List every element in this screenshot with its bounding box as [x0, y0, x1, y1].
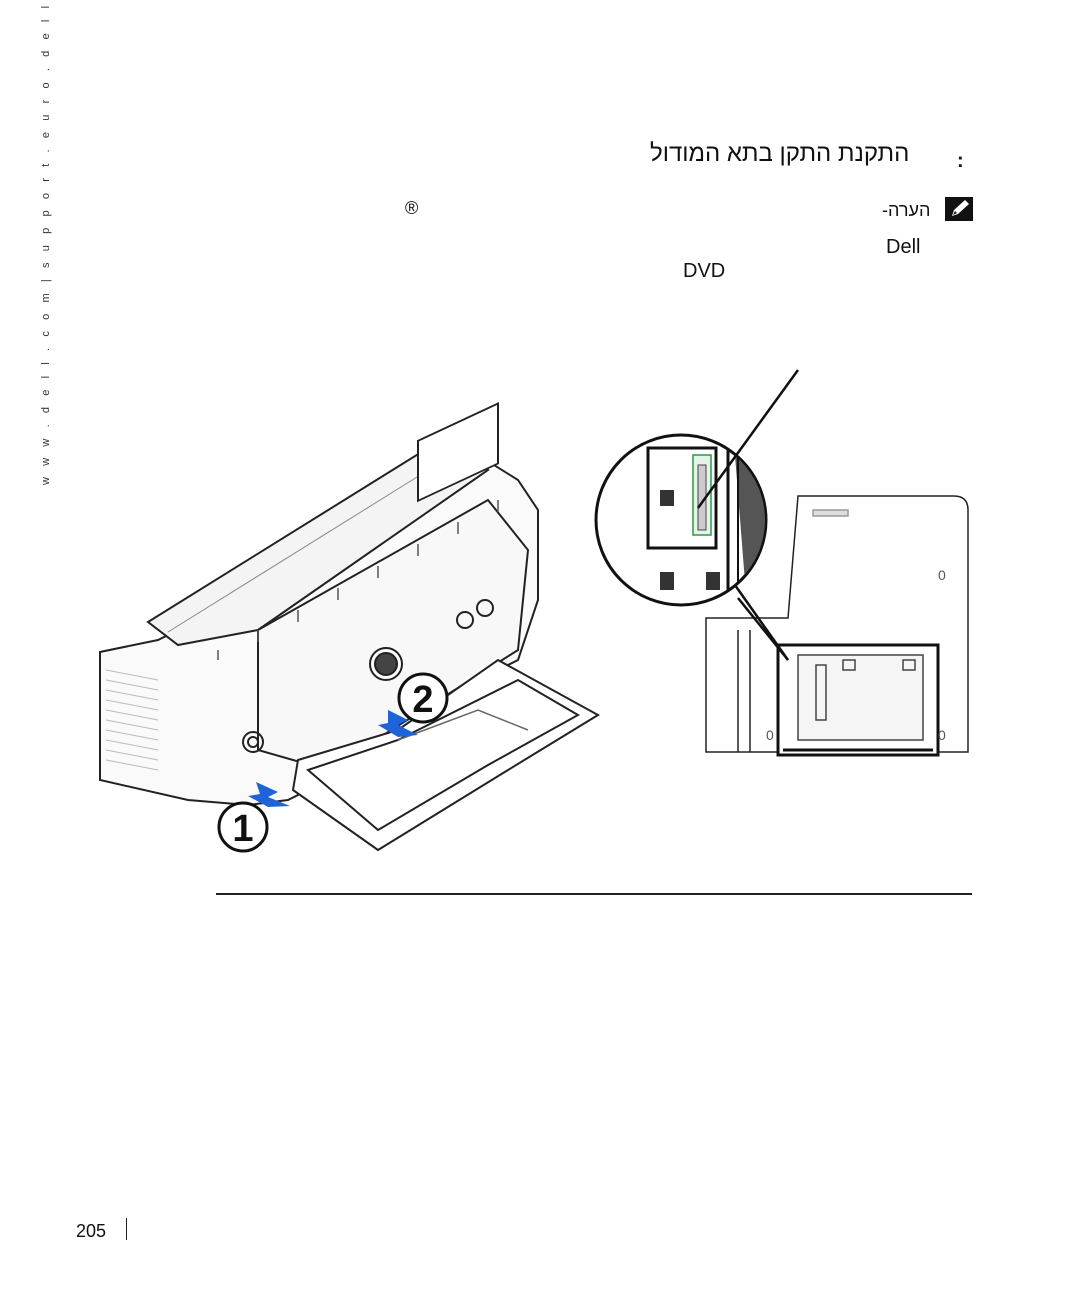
case-illustration [705, 495, 969, 757]
note-label: הערה- [882, 200, 931, 220]
magnified-detail [594, 369, 800, 661]
dell-word: Dell [886, 236, 921, 258]
section-heading: התקנת התקן בתא המודול [650, 140, 910, 167]
bay-label-0c: 0 [938, 727, 946, 743]
page-number-separator [126, 1218, 127, 1240]
section-divider [216, 893, 972, 895]
side-url-text: w w w . d e l l . c o m | s u p p o r t … [40, 0, 52, 485]
page-number: 205 [76, 1221, 107, 1241]
pencil-note-icon [944, 196, 974, 222]
side-url-vertical: w w w . d e l l . c o m | s u p p o r t … [34, 0, 74, 490]
callout-1: 1 [217, 801, 269, 853]
registered-mark: ® [405, 198, 419, 218]
callout-2: 2 [397, 672, 449, 724]
bay-label-0a: 0 [938, 567, 946, 583]
press-arrow-icon [248, 782, 290, 807]
installation-figure: 1 2 0 0 0 [98, 360, 978, 870]
computer-illustration [99, 402, 600, 852]
dvd-word: DVD [683, 260, 726, 282]
callout-2-label: 2 [412, 679, 433, 721]
heading-colon: : [957, 150, 964, 172]
bay-label-0b: 0 [766, 727, 774, 743]
insert-arrow-icon [378, 710, 418, 737]
callout-1-label: 1 [232, 808, 253, 850]
